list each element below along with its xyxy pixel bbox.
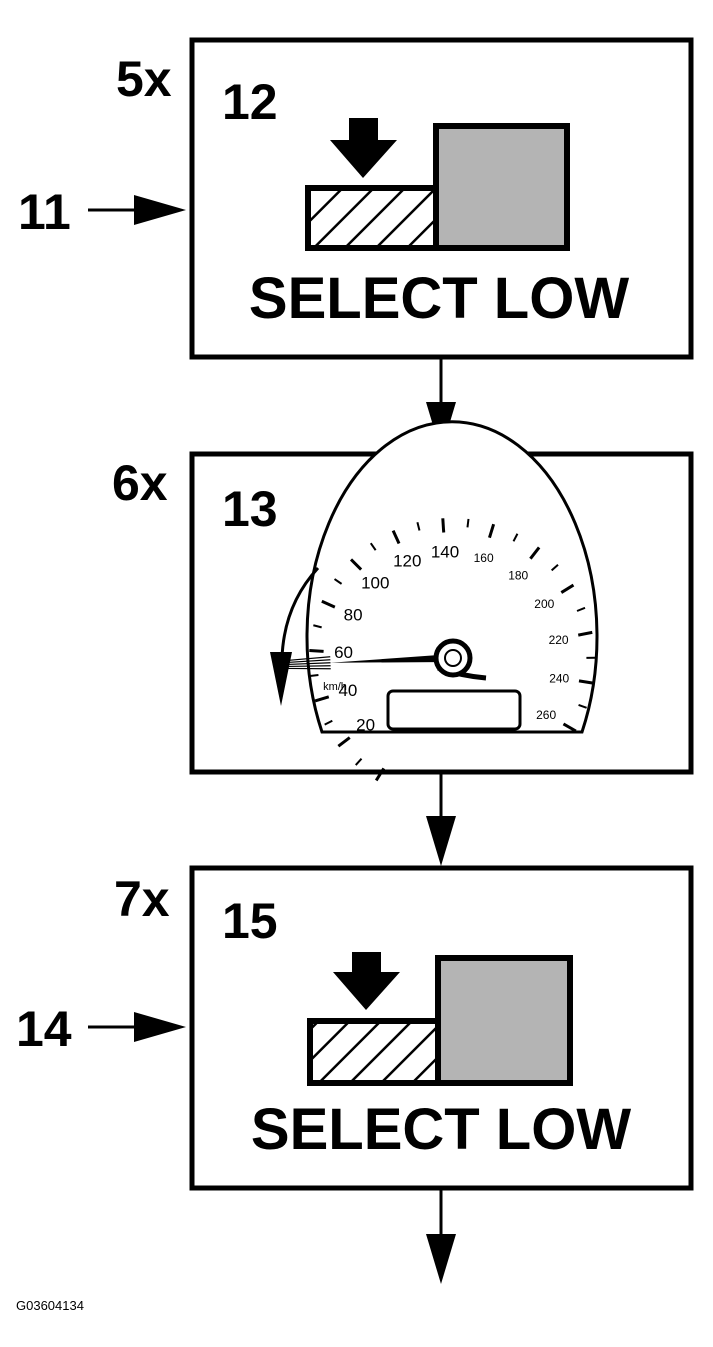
dial-scale-label: 180 (508, 568, 528, 582)
figure-id-label: G03604134 (16, 1298, 84, 1313)
speedometer-dial (305, 420, 599, 734)
dial-scale-label: 140 (431, 542, 459, 561)
dial-tick (416, 521, 421, 531)
dial-tick (333, 578, 343, 585)
dial-tick (441, 518, 446, 533)
dial-scale-label: 80 (344, 605, 363, 624)
needle-motion-line (287, 662, 331, 666)
dial-tick (529, 546, 541, 560)
dial-scale-label: 240 (549, 672, 569, 686)
needle-motion-line (287, 659, 331, 664)
dial-tick (466, 518, 470, 528)
needle-body (330, 654, 454, 663)
gray-button-icon (435, 955, 573, 1086)
dial-tick (578, 704, 587, 709)
odometer-display (386, 689, 522, 731)
dial-tick (309, 648, 324, 653)
dial-scale-label: 100 (361, 574, 389, 593)
dial-scale-label: 40 (338, 681, 357, 700)
gray-button-icon (433, 123, 570, 251)
dial-tick (577, 630, 593, 637)
dial-tick (321, 599, 336, 609)
dial-scale-label: 120 (393, 552, 421, 571)
select-low-label: SELECT LOW (249, 266, 629, 331)
needle-hub-inner (444, 649, 462, 667)
repeat-count-label: 5x (116, 51, 172, 107)
needle-hub (433, 638, 473, 678)
select-low-label: SELECT LOW (251, 1097, 631, 1162)
hatched-button-icon (307, 1018, 441, 1086)
dial-scale-label: 200 (534, 597, 554, 611)
repeat-count-label: 7x (114, 871, 170, 927)
flow-arrow-3 (426, 1188, 456, 1284)
callout-label: 14 (16, 1001, 72, 1057)
speed-unit-label: km/h (323, 681, 347, 693)
dial-tick (313, 624, 322, 629)
dial-tick (369, 542, 377, 551)
dial-tick (337, 736, 351, 748)
needle-motion-line (287, 665, 331, 668)
dial-tick (324, 719, 333, 726)
step-number-label: 13 (222, 481, 278, 537)
step-1: 5x 12 11 SELECT LOW (18, 37, 694, 360)
callout-arrow-head (134, 195, 186, 225)
dial-tick (550, 563, 559, 572)
callout-label: 11 (18, 184, 71, 240)
speedometer-ticks (309, 518, 595, 782)
step-3: 7x 15 14 SELECT LOW (16, 865, 694, 1191)
step-number-label: 15 (222, 893, 278, 949)
repeat-count-label: 6x (112, 455, 168, 511)
step-number-label: 12 (222, 74, 278, 130)
dial-tick (391, 529, 401, 545)
dial-tick (578, 679, 594, 685)
dial-tick (562, 722, 577, 733)
dial-tick (512, 533, 519, 542)
dial-tick (309, 674, 319, 677)
dial-tick (488, 523, 496, 539)
flow-arrow-2 (426, 772, 456, 866)
dial-scale-label: 20 (356, 716, 375, 735)
speedometer-needle-icon (287, 638, 487, 681)
callout-arrow-head (134, 1012, 186, 1042)
press-down-arrow-icon (330, 118, 397, 178)
dial-tick (576, 606, 586, 612)
dial-tick (355, 758, 363, 766)
select-low-button-icon (307, 952, 573, 1086)
select-low-button-icon (305, 118, 570, 251)
dial-scale-label: 260 (536, 708, 556, 722)
dial-tick (314, 695, 330, 703)
dial-scale-label: 160 (474, 551, 494, 565)
press-down-arrow-icon (333, 952, 400, 1010)
needle-motion-line (287, 656, 331, 662)
dial-tick (349, 558, 363, 571)
hatched-button-icon (305, 185, 439, 251)
dial-tick (560, 583, 575, 594)
dial-scale-label: 220 (549, 633, 569, 647)
decrease-speed-arrow-icon (270, 566, 320, 706)
dial-scale-label: 60 (334, 643, 353, 662)
dial-tick (374, 767, 386, 782)
